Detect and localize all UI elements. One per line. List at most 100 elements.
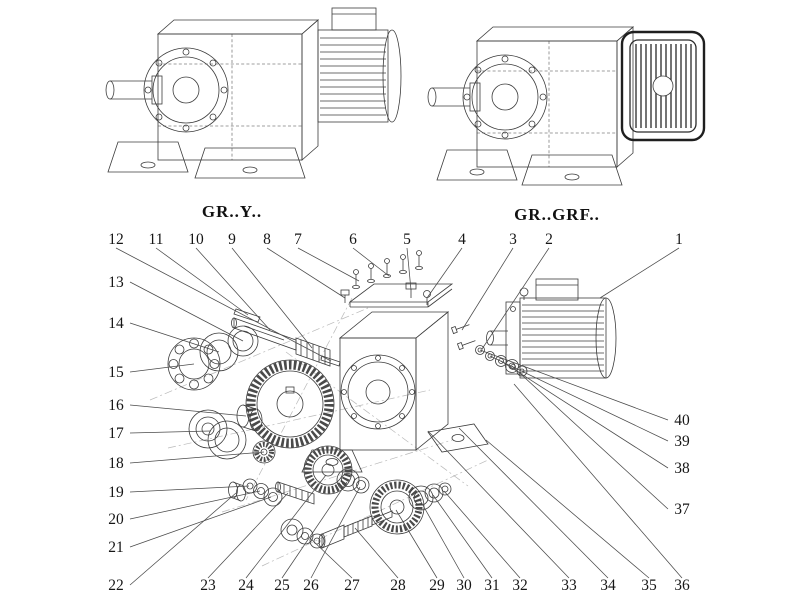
callout-leader-16 — [129, 404, 247, 417]
retaining-ring — [227, 325, 259, 357]
output-shaft-spline — [343, 515, 373, 538]
ball-bearing — [188, 409, 228, 449]
ring — [336, 468, 360, 492]
mounting-foot — [521, 154, 623, 186]
motor — [486, 278, 617, 379]
mounting-foot — [436, 149, 518, 181]
callout-leader-20 — [129, 490, 261, 520]
gearbox-body-front — [157, 33, 303, 161]
gearmotor-illustration-left — [105, 7, 402, 179]
ring — [424, 483, 444, 503]
roller-bearing — [167, 337, 221, 391]
front-bearing-boss — [143, 47, 229, 133]
callout-leader-36 — [513, 383, 683, 579]
callout-number-9: 9 — [228, 231, 236, 248]
callout-leader-24 — [245, 474, 327, 579]
callout-number-7: 7 — [294, 231, 302, 248]
callout-number-1: 1 — [675, 231, 683, 248]
motor-fan-cover — [382, 29, 402, 123]
callout-leader-2 — [481, 247, 550, 350]
callout-leader-13 — [129, 281, 244, 342]
small-pinion — [252, 440, 276, 464]
callout-leader-8 — [266, 247, 346, 299]
callout-leader-25 — [281, 481, 348, 579]
callout-leader-32 — [443, 490, 521, 579]
callout-leader-9 — [231, 247, 313, 349]
callout-leader-39 — [489, 355, 669, 442]
callout-leader-10 — [195, 247, 271, 331]
callout-number-20: 20 — [108, 511, 124, 528]
callout-number-11: 11 — [149, 231, 164, 248]
callout-number-16: 16 — [108, 397, 124, 414]
ring — [352, 476, 370, 494]
motor-body — [519, 297, 607, 379]
callout-number-35: 35 — [641, 577, 657, 594]
gearbox-body-front — [476, 40, 618, 168]
spacer-ring — [495, 355, 507, 367]
housing-cover-plate — [348, 283, 454, 303]
gear-housing — [301, 283, 489, 473]
motor-fastener-set — [450, 324, 528, 377]
gearmotor-illustration-right — [427, 26, 706, 186]
callout-leader-37 — [511, 365, 669, 510]
callout-leader-15 — [129, 363, 195, 373]
motor-terminal-box — [331, 7, 377, 31]
callout-leader-40 — [479, 349, 669, 421]
callout-number-28: 28 — [390, 577, 406, 594]
callout-number-15: 15 — [108, 364, 124, 381]
callout-number-39: 39 — [674, 433, 690, 450]
callout-leader-26 — [310, 486, 361, 579]
callout-leader-19 — [129, 485, 250, 493]
callout-number-19: 19 — [108, 484, 124, 501]
callout-number-22: 22 — [108, 577, 124, 594]
ball-bearing — [207, 420, 247, 460]
motor-fan-cover — [595, 297, 617, 379]
callout-number-18: 18 — [108, 455, 124, 472]
callout-leader-3 — [461, 247, 514, 331]
output-shaft-end — [105, 80, 115, 100]
large-gear-assembly — [188, 359, 335, 460]
oil-plug — [340, 289, 350, 296]
callout-number-17: 17 — [108, 425, 124, 442]
callout-leader-5 — [406, 247, 412, 291]
callout-leader-29 — [395, 509, 438, 579]
callout-number-34: 34 — [600, 577, 616, 594]
callout-leader-34 — [458, 427, 609, 579]
callout-number-33: 33 — [561, 577, 577, 594]
washer — [253, 483, 269, 499]
callout-number-4: 4 — [458, 231, 466, 248]
input-shaft-assembly — [167, 308, 341, 391]
callout-leader-27 — [309, 537, 353, 579]
housing-bore — [340, 354, 416, 430]
mounting-foot — [107, 141, 189, 173]
callout-number-26: 26 — [303, 577, 319, 594]
callout-number-36: 36 — [674, 577, 690, 594]
callout-number-3: 3 — [509, 231, 517, 248]
callout-number-10: 10 — [188, 231, 204, 248]
callout-number-37: 37 — [674, 501, 690, 518]
gearbox-body-top — [156, 19, 320, 35]
ring — [408, 485, 434, 511]
callout-number-30: 30 — [456, 577, 472, 594]
spacer-ring — [505, 359, 519, 373]
output-shaft-assembly — [280, 479, 452, 549]
mounting-foot — [194, 147, 306, 179]
callout-number-23: 23 — [200, 577, 216, 594]
callout-number-8: 8 — [263, 231, 271, 248]
callout-leader-17 — [129, 430, 211, 434]
callout-number-32: 32 — [512, 577, 528, 594]
motor-terminal-box — [535, 278, 579, 301]
callout-leader-14 — [129, 322, 220, 353]
callout-leader-18 — [129, 451, 265, 464]
housing-foot — [427, 423, 489, 453]
callout-leader-31 — [432, 494, 493, 579]
housing-foot — [301, 449, 363, 473]
callout-leader-6 — [352, 247, 390, 277]
callout-number-31: 31 — [484, 577, 500, 594]
callout-leader-22 — [129, 492, 237, 586]
callout-leader-23 — [207, 492, 289, 579]
callout-number-13: 13 — [108, 274, 124, 291]
